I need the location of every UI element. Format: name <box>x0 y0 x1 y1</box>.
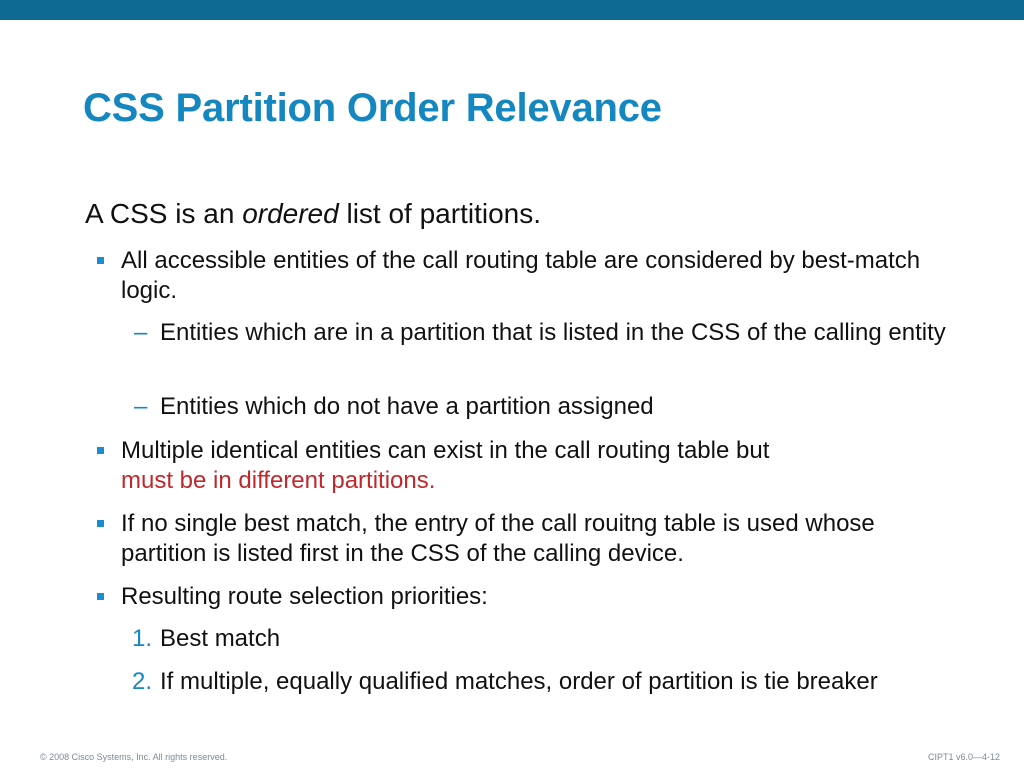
copyright-notice: © 2008 Cisco Systems, Inc. All rights re… <box>40 752 228 762</box>
square-bullet-icon <box>97 593 104 600</box>
sub-bullet-item: – Entities which do not have a partition… <box>134 392 950 422</box>
square-bullet-icon <box>97 447 104 454</box>
item-number: 2. <box>132 668 153 695</box>
bullet-highlight: must be in different partitions. <box>121 467 436 494</box>
bullet-text: Multiple identical entities can exist in… <box>121 437 770 464</box>
numbered-item: 2. If multiple, equally qualified matche… <box>132 667 950 697</box>
lead-text-after: list of partitions. <box>338 198 542 229</box>
bullet-item: Resulting route selection priorities: <box>97 582 941 612</box>
course-code: CIPT1 v6.0—4-12 <box>927 752 1000 762</box>
lead-statement: A CSS is an ordered list of partitions. <box>85 197 541 231</box>
numbered-text: If multiple, equally qualified matches, … <box>160 668 878 695</box>
sub-bullet-text: Entities which are in a partition that i… <box>160 319 946 346</box>
lead-text-before: A CSS is an <box>85 198 243 229</box>
bullet-text: Resulting route selection priorities: <box>121 583 488 610</box>
bullet-text: If no single best match, the entry of th… <box>121 510 875 567</box>
lead-emphasis: ordered <box>242 198 339 229</box>
bullet-text: All accessible entities of the call rout… <box>121 247 921 304</box>
bullet-item: All accessible entities of the call rout… <box>97 246 941 306</box>
dash-bullet-icon: – <box>134 319 148 346</box>
slide-title: CSS Partition Order Relevance <box>83 86 662 130</box>
square-bullet-icon <box>97 257 104 264</box>
sub-bullet-item: – Entities which are in a partition that… <box>134 318 950 348</box>
bullet-item: If no single best match, the entry of th… <box>97 509 941 569</box>
square-bullet-icon <box>97 520 104 527</box>
item-number: 1. <box>132 625 153 652</box>
top-banner <box>0 0 1024 20</box>
dash-bullet-icon: – <box>134 393 148 420</box>
numbered-text: Best match <box>160 625 281 652</box>
sub-bullet-text: Entities which do not have a partition a… <box>160 393 654 420</box>
numbered-item: 1. Best match <box>132 624 950 654</box>
bullet-item: Multiple identical entities can exist in… <box>97 436 941 496</box>
